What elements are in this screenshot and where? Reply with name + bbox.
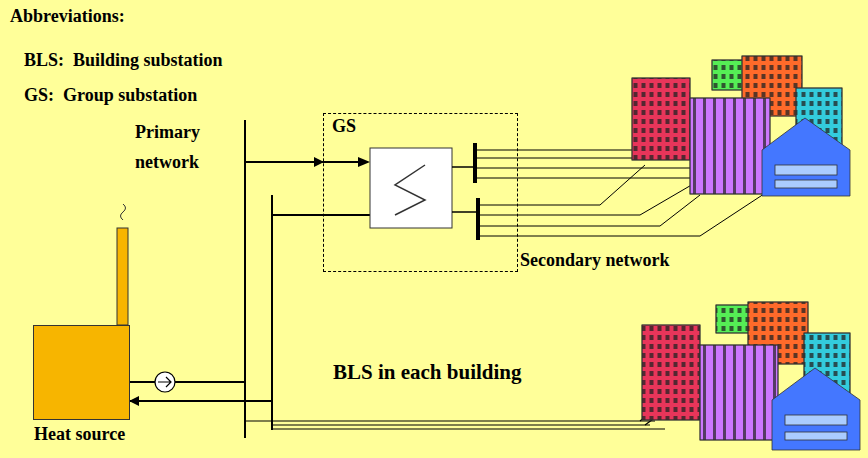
busbar: [476, 198, 480, 240]
return-from-exchanger: [323, 214, 370, 216]
abbreviations-heading: Abbreviations:: [10, 6, 125, 28]
network-label: Secondary network: [520, 250, 670, 272]
buildings-bottom: [642, 302, 860, 450]
buildings-top: [632, 56, 850, 196]
network-label: Primary network: [135, 117, 227, 177]
node-text: GS: [332, 116, 356, 138]
secondary-pipe: [452, 166, 475, 168]
heat-exchanger: [370, 148, 452, 228]
smoke: [121, 204, 126, 220]
exchanger-coil: [395, 165, 425, 215]
secondary-pipe: [452, 211, 478, 213]
node-text: Heat source: [34, 424, 125, 446]
busbar: [473, 143, 477, 183]
bls-label: BLS in each building: [333, 360, 522, 385]
heat-source-box: Heat source: [33, 325, 130, 420]
chimney: [117, 228, 128, 325]
abbreviation: GS: Group substation: [24, 85, 197, 107]
pipe-connector: [130, 162, 323, 382]
group-substation-box: GS: [323, 113, 518, 272]
abbreviation: BLS: Building substation: [24, 50, 223, 72]
pipe-connector: [130, 215, 323, 401]
arrowhead: [358, 157, 370, 167]
bls-pipes: [245, 405, 668, 429]
